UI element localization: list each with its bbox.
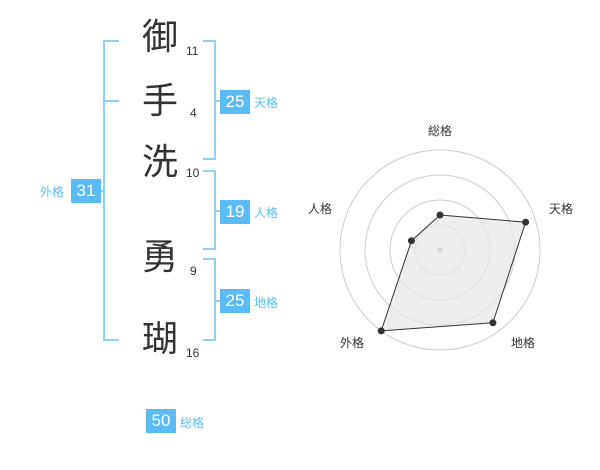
stroke-count-3: 10 [186,166,200,180]
radar-axis-label-jinkaku: 人格 [308,202,333,216]
stroke-count-1: 11 [186,44,199,58]
radar-grid-ring [339,149,541,351]
radar-point-3 [377,327,385,335]
jinkaku-label: 人格 [254,206,279,220]
stroke-count-2: 4 [190,106,197,120]
tenkaku-bracket-tick [214,100,222,102]
radar-data-polygon [380,214,527,332]
name-char-2: 手 [141,81,178,122]
name-char-5: 瑚 [141,319,178,360]
chikaku-label: 地格 [254,296,279,310]
radar-axis-label-soukaku: 総格 [428,124,453,138]
gaikaku-bracket-tick [99,190,105,192]
radar-axis-label-tenkaku: 天格 [549,202,574,216]
chikaku-bracket-tick [214,300,222,302]
gaikaku-bracket-mid [103,100,119,102]
name-char-3: 洗 [141,142,178,183]
radar-point-4 [407,237,415,245]
tenkaku-value-badge: 25 [220,90,250,114]
chikaku-value-badge: 25 [220,289,250,313]
radar-axis-label-chikaku: 地格 [511,336,536,350]
name-char-4: 勇 [141,237,178,278]
soukaku-value-badge: 50 [146,409,176,433]
radar-point-0 [436,211,444,219]
gaikaku-value-badge: 31 [71,179,101,203]
gaikaku-label: 外格 [40,185,65,199]
radar-axis-label-gaikaku: 外格 [340,336,365,350]
chikaku-bracket [203,258,216,341]
tenkaku-label: 天格 [254,96,279,110]
stroke-count-4: 9 [190,264,197,278]
jinkaku-value-badge: 19 [220,200,250,224]
soukaku-label: 総格 [180,416,205,430]
radar-points [377,211,530,335]
stroke-count-5: 16 [186,346,200,360]
radar-point-1 [522,218,530,226]
name-char-1: 御 [141,17,178,58]
radar-point-2 [489,319,497,327]
jinkaku-bracket-tick [214,210,222,212]
